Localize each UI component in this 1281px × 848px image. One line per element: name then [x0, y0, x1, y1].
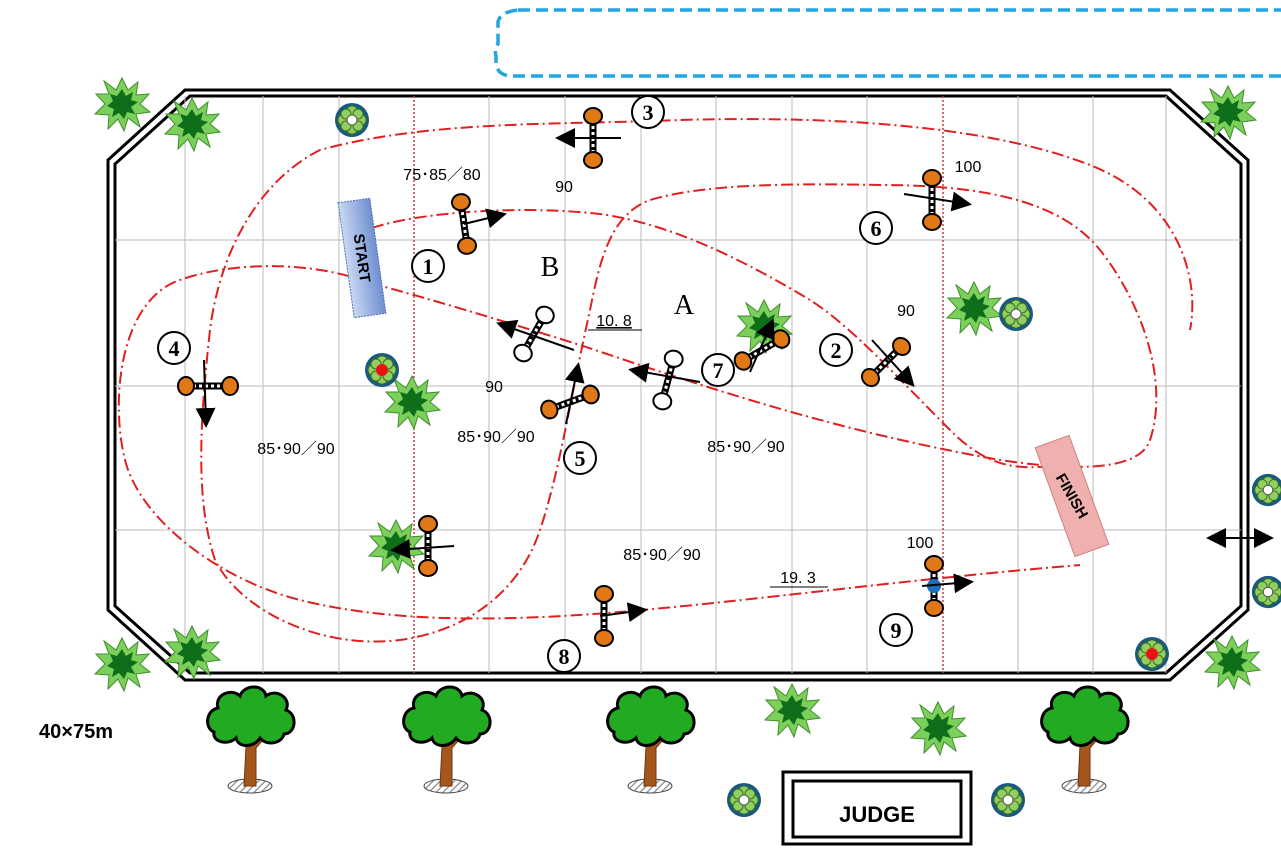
bush-icon [94, 77, 151, 132]
svg-text:7: 7 [713, 358, 724, 383]
jump-white-a [652, 349, 685, 412]
height-labels: 75･85／80 90 100 90 85･90／90 90 85･90／90 … [257, 159, 981, 564]
tree-icon [402, 685, 492, 795]
svg-text:1: 1 [423, 254, 434, 279]
judge-box: JUDGE [781, 770, 973, 846]
jump-4-arrow [195, 359, 216, 428]
bush-icon [384, 375, 441, 430]
grid [115, 96, 1241, 673]
height-label: 90 [897, 303, 915, 320]
bush-icon [764, 683, 821, 738]
flower-icon [990, 782, 1026, 818]
jump-9 [922, 556, 974, 616]
flower-icon [1251, 473, 1281, 507]
arena-size-label: 40×75m [39, 721, 113, 743]
number-2: 2 [819, 333, 853, 367]
svg-text:4: 4 [169, 336, 180, 361]
height-label: 90 [555, 179, 573, 196]
flower-icon [334, 102, 370, 138]
jump-1 [451, 189, 507, 255]
number-1: 1 [411, 249, 445, 283]
route-label-a: A [674, 290, 695, 321]
flower-icon [998, 296, 1034, 332]
height-label: 75･85／80 [403, 167, 480, 184]
number-5: 5 [563, 441, 597, 475]
jump-white-b [511, 304, 557, 365]
flower-icon [364, 352, 400, 388]
distance-label-1: 10. 8 [596, 313, 632, 330]
tree-icon [1040, 685, 1130, 795]
flower-icon [1134, 636, 1170, 672]
tree-icon [206, 685, 296, 795]
number-9: 9 [879, 613, 913, 647]
jump-6 [903, 170, 972, 230]
number-8: 8 [547, 639, 581, 673]
svg-text:6: 6 [871, 216, 882, 241]
height-label: 85･90／90 [623, 547, 700, 564]
height-label: 100 [955, 159, 982, 176]
tree-icon [606, 685, 696, 795]
jump-3 [555, 108, 621, 168]
number-4: 4 [157, 331, 191, 365]
svg-text:2: 2 [831, 338, 842, 363]
height-label: 85･90／90 [257, 441, 334, 458]
jump-white-a-arrow [628, 362, 701, 383]
bush-icon [1204, 635, 1261, 690]
svg-text:3: 3 [643, 100, 654, 125]
flower-icon [1251, 575, 1281, 609]
number-3: 3 [631, 95, 665, 129]
trees [206, 685, 1130, 795]
bush-icon [1200, 85, 1257, 140]
svg-text:9: 9 [891, 618, 902, 643]
title-box [493, 8, 1281, 78]
bush-icon [94, 637, 151, 692]
finish-board: FINISH [1034, 434, 1110, 558]
distance-label-2: 19. 3 [780, 570, 816, 587]
bushes [94, 77, 1261, 756]
bush-icon [946, 281, 1003, 336]
obstacle-numbers: 1 2 3 4 5 6 7 8 9 [157, 95, 913, 673]
jump-5-arrow [564, 362, 585, 425]
route-b [117, 265, 1081, 620]
svg-text:8: 8 [559, 644, 570, 669]
judge-label: JUDGE [839, 802, 915, 827]
jump-white-b-arrow [496, 319, 575, 351]
bush-icon [368, 519, 425, 574]
jump-8 [595, 586, 648, 646]
bush-icon [164, 97, 221, 152]
flower-icon [726, 782, 762, 818]
jump-lower-left [390, 516, 455, 576]
height-label: 85･90／90 [707, 439, 784, 456]
height-label: 90 [485, 379, 503, 396]
number-7: 7 [701, 353, 735, 387]
start-label: START [350, 233, 374, 284]
height-label: 100 [907, 535, 934, 552]
number-6: 6 [859, 211, 893, 245]
jump-7-arrow [749, 318, 775, 373]
jump-4 [178, 377, 238, 395]
svg-text:5: 5 [575, 446, 586, 471]
bush-icon [910, 701, 967, 756]
jumps [178, 108, 974, 646]
route-label-b: B [541, 252, 560, 283]
jump-2-arrow [871, 339, 915, 387]
start-board: START [337, 197, 387, 319]
height-label: 85･90／90 [457, 429, 534, 446]
